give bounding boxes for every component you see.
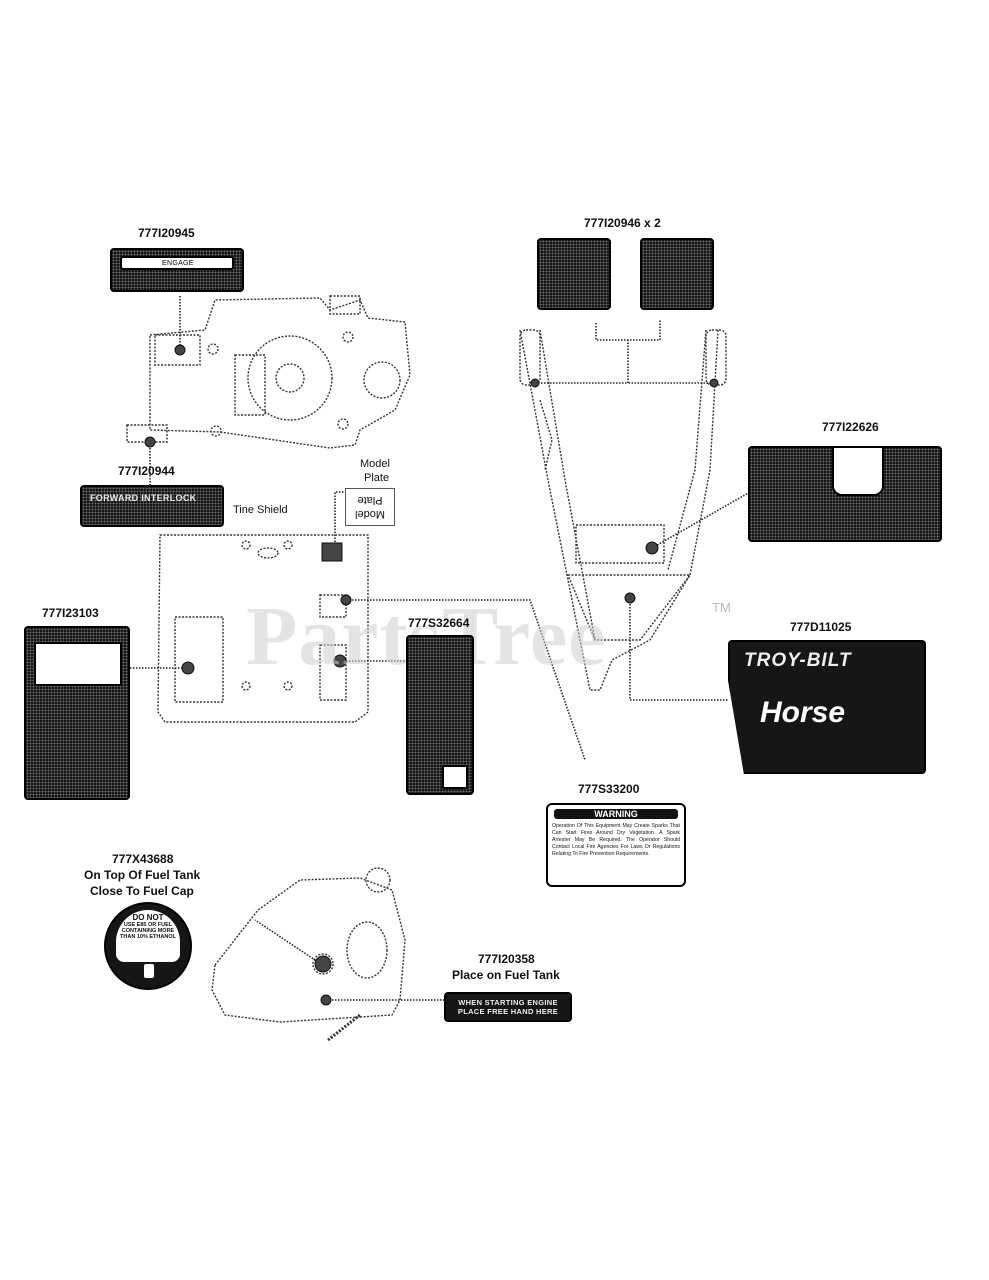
tine-shield-label: Tine Shield [233,504,288,516]
x43688-do-not: DO NOT [132,913,164,922]
20358-line2: PLACE FREE HAND HERE [457,1007,559,1016]
x43688-note-1: On Top Of Fuel Tank [84,868,201,882]
decal-33200[interactable]: WARNING Operation Of This Equipment May … [546,803,686,887]
decal-33200-heading: WARNING [554,809,678,819]
model-plate-box-line2: Plate [357,494,383,506]
x43688-line2: CONTAINING MORE [121,928,175,934]
decal-32664[interactable] [406,635,474,795]
handlebar-assembly [519,329,719,691]
fuel-tank [211,877,406,1023]
model-plate-label-2: Plate [364,472,390,484]
part-number-22626[interactable]: 777I22626 [822,420,879,434]
part-number-20944[interactable]: 777I20944 [118,464,175,478]
part-number-x43688[interactable]: 777X43688 [112,852,174,866]
20358-line1: WHEN STARTING ENGINE [458,998,558,1007]
20358-note: Place on Fuel Tank [452,968,560,982]
decal-33200-body: Operation Of This Equipment May Create S… [552,823,680,857]
decal-23103[interactable] [24,626,130,800]
part-number-23103[interactable]: 777I23103 [42,606,99,620]
decal-20358[interactable]: WHEN STARTING ENGINE PLACE FREE HAND HER… [444,992,572,1022]
decal-20946-left[interactable] [537,238,611,310]
decal-x43688[interactable]: DO NOT USE E85 OR FUEL CONTAINING MORE T… [104,902,192,990]
fuel-pump-icon [144,964,154,978]
part-number-20946[interactable]: 777I20946 x 2 [584,216,661,230]
model-plate-box: Model Plate [345,488,395,526]
decal-20944[interactable]: FORWARD INTERLOCK [80,485,224,527]
x43688-note-2: Close To Fuel Cap [90,884,194,898]
tine-shield [157,534,369,723]
model-plate-label: Model [360,458,390,470]
decal-d11025[interactable]: TROY-BILT Horse [728,640,926,774]
decal-20944-text: FORWARD INTERLOCK [90,493,197,503]
part-number-20945[interactable]: 777I20945 [138,226,195,240]
model-plate-box-line1: Model [355,508,385,520]
part-number-33200[interactable]: 777S33200 [578,782,640,796]
decal-d11025-model: Horse [760,696,846,729]
decal-20945[interactable]: ENGAGE [110,248,244,292]
decal-20945-text: ENGAGE [162,260,194,267]
part-number-32664[interactable]: 777S32664 [408,616,470,630]
x43688-line3: THAN 10% ETHANOL [120,934,176,940]
x43688-line1: USE E85 OR FUEL [123,922,173,928]
trademark-mark: TM [712,600,731,615]
part-number-20358[interactable]: 777I20358 [478,952,535,966]
decal-d11025-brand: TROY-BILT [744,650,852,671]
part-number-d11025[interactable]: 777D11025 [790,620,852,634]
decal-22626[interactable] [748,446,942,542]
transmission-housing [149,297,411,449]
decal-20946-right[interactable] [640,238,714,310]
